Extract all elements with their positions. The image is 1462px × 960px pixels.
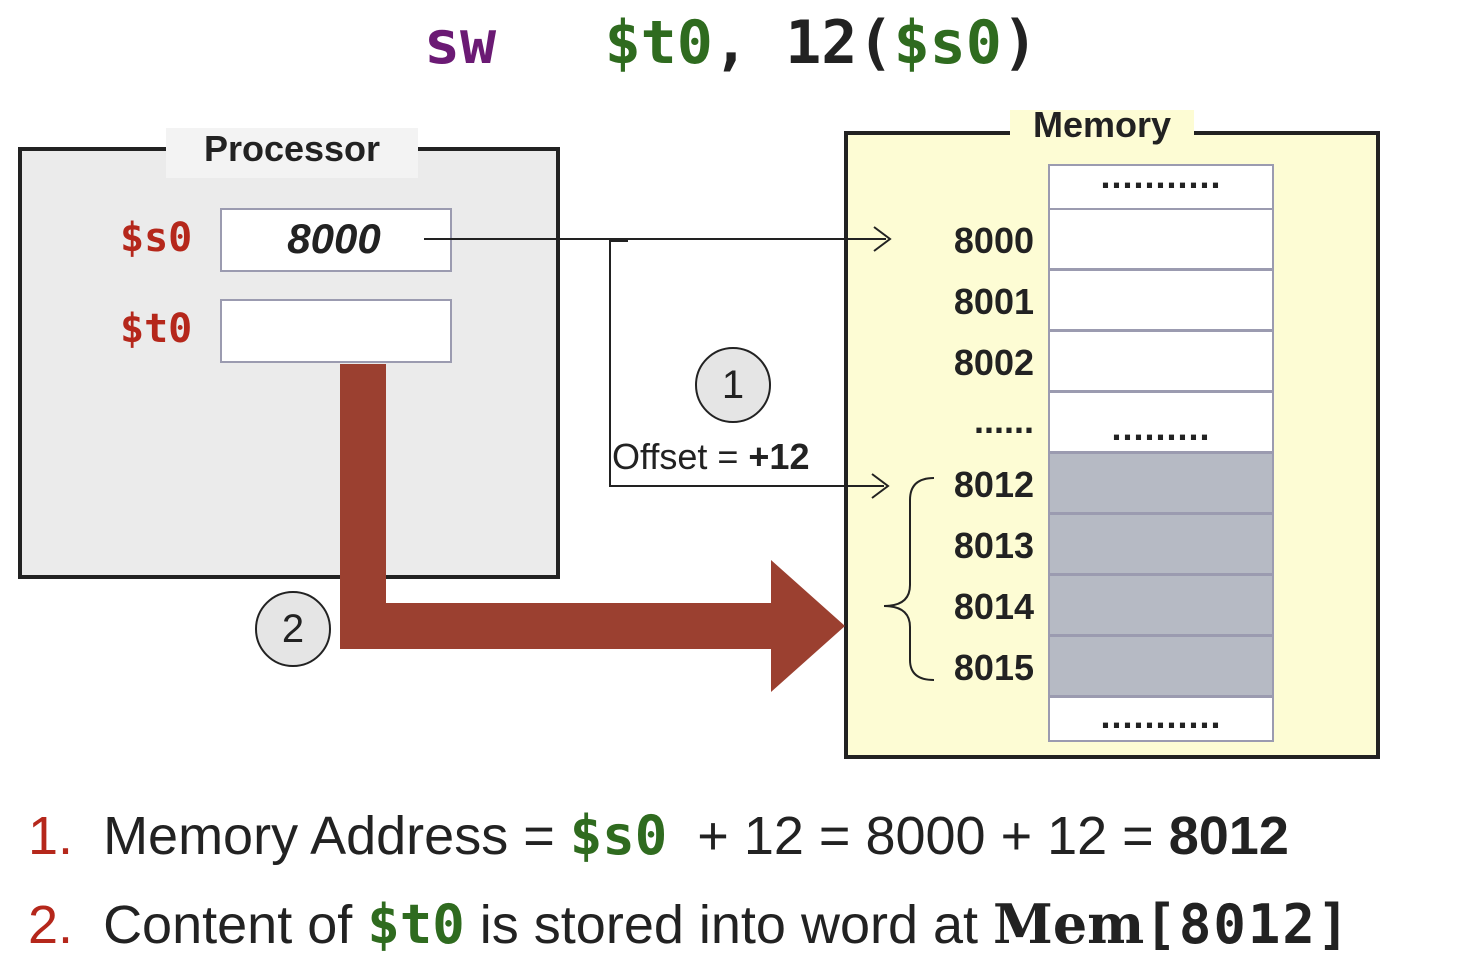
step-1-badge: 1 xyxy=(695,347,771,423)
explanation-1-text-b: + 12 = 8000 + 12 = xyxy=(667,806,1169,866)
processor-label: Processor xyxy=(166,128,418,178)
processor-box xyxy=(18,147,560,579)
offset-value: +12 xyxy=(748,436,810,477)
memory-address-8012: 8012 xyxy=(953,464,1034,505)
register-s0-label: $s0 xyxy=(120,215,193,261)
instruction-open-paren: ( xyxy=(857,8,894,78)
instruction-opcode: sw xyxy=(423,8,497,78)
memory-cell-8014 xyxy=(1048,574,1274,636)
memory-cell-8015 xyxy=(1048,635,1274,697)
memory-gap-dots: ......... xyxy=(1111,407,1211,448)
offset-label: Offset = +12 xyxy=(612,436,809,478)
memory-address-8001: 8001 xyxy=(953,281,1034,322)
explanation-1: 1. Memory Address = $s0 + 12 = 8000 + 12… xyxy=(28,804,1289,867)
register-t0-label: $t0 xyxy=(120,306,193,352)
explanation-2: 2. Content of $t0 is stored into word at… xyxy=(28,892,1351,956)
explanation-2-mem-name: Mem xyxy=(993,892,1145,956)
offset-prefix: Offset = xyxy=(612,436,749,477)
memory-address-8015: 8015 xyxy=(953,647,1034,688)
memory-address-8002: 8002 xyxy=(953,342,1034,383)
memory-cell-8013 xyxy=(1048,513,1274,575)
instruction-offset: 12 xyxy=(785,8,858,78)
instruction-rt: $t0 xyxy=(604,8,713,78)
memory-cell-8000 xyxy=(1048,208,1274,270)
memory-address-gap: ...... xyxy=(973,400,1034,441)
explanation-2-mem-addr: [8012] xyxy=(1144,893,1352,956)
explanation-2-number: 2. xyxy=(28,895,74,955)
store-arrow xyxy=(340,364,845,692)
explanation-2-text-b: is stored into word at xyxy=(464,895,994,955)
memory-address-8013: 8013 xyxy=(953,525,1034,566)
explanation-2-register: $t0 xyxy=(367,893,465,956)
memory-label: Memory xyxy=(1010,107,1194,154)
explanation-1-text-a: Memory Address = xyxy=(103,806,570,866)
explanation-1-number: 1. xyxy=(28,806,74,866)
step-2-badge: 2 xyxy=(255,591,331,667)
offset-branch-line xyxy=(609,240,884,487)
explanation-1-register: $s0 xyxy=(569,804,668,867)
memory-address-8014: 8014 xyxy=(953,586,1034,627)
instruction-rs: $s0 xyxy=(893,8,1002,78)
memory-cell-8001 xyxy=(1048,269,1274,331)
memory-bottom-dots: ........... xyxy=(1100,695,1222,736)
address-arrowhead xyxy=(873,226,892,252)
instruction-comma: , xyxy=(712,8,750,78)
instruction-close-paren: ) xyxy=(1001,8,1039,78)
word-brace xyxy=(883,477,935,681)
register-t0-box xyxy=(220,299,452,363)
memory-cell-bottom: ........... xyxy=(1048,696,1274,742)
offset-arrowhead xyxy=(871,473,890,499)
memory-top-dots: ........... xyxy=(1100,155,1222,196)
register-s0-value: 8000 xyxy=(287,215,381,262)
memory-address-8000: 8000 xyxy=(953,220,1034,261)
explanation-2-text-a: Content of xyxy=(103,895,368,955)
instruction-line: sw $t0, 12($s0) xyxy=(0,8,1462,78)
explanation-1-result: 8012 xyxy=(1168,806,1289,866)
